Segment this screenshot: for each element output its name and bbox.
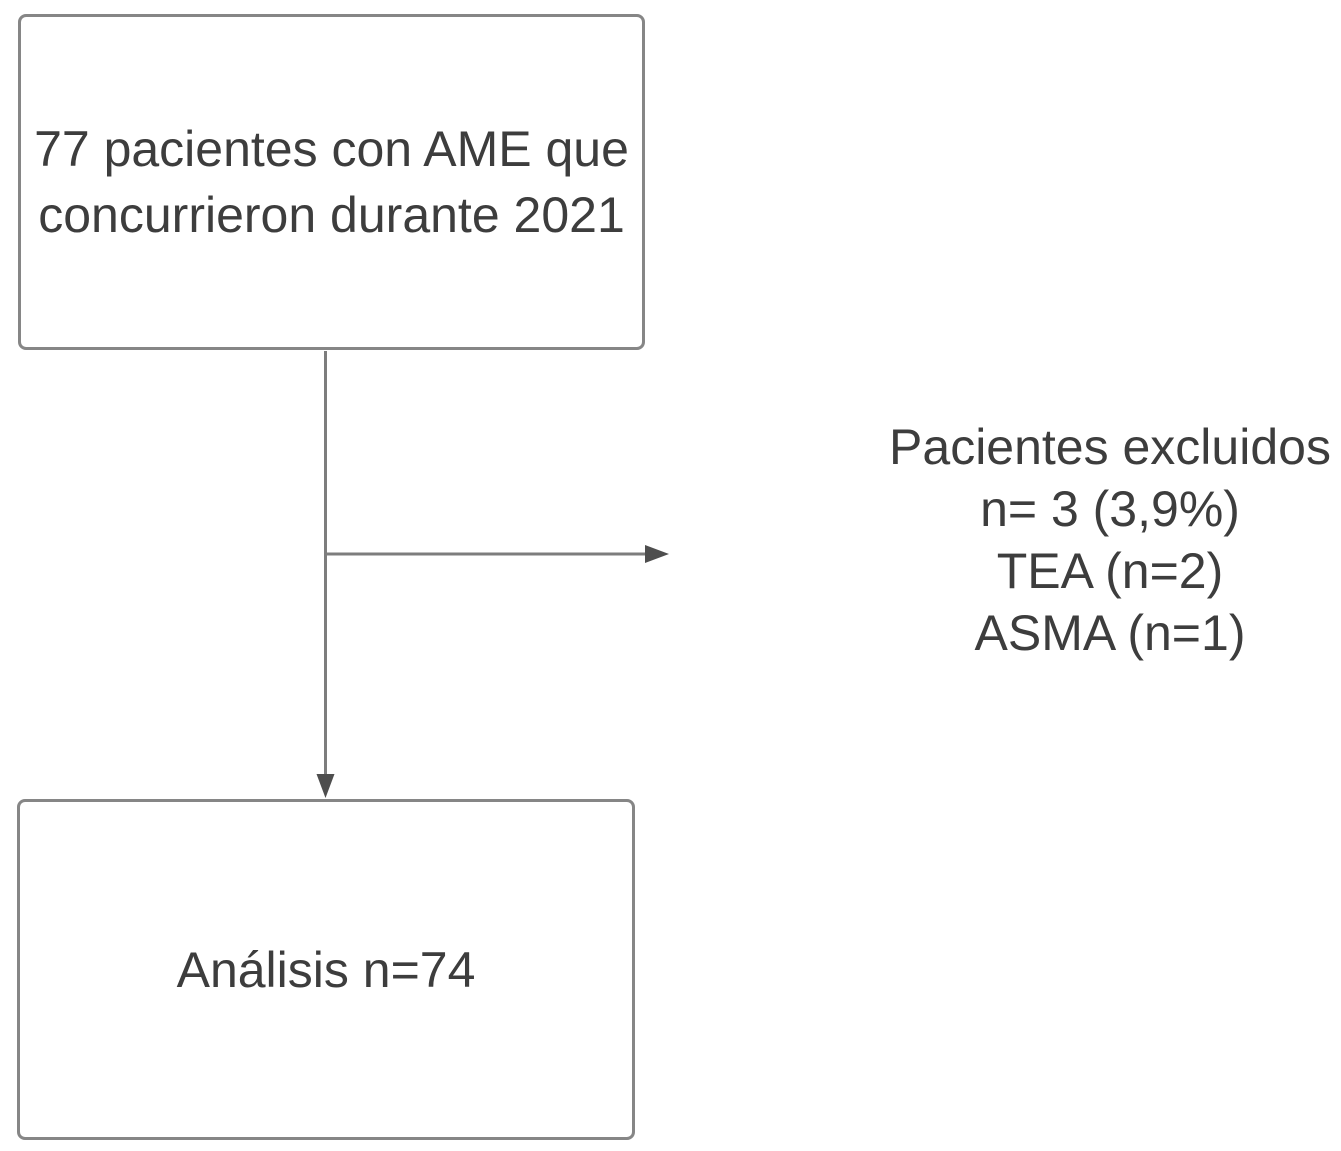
connector-right-arrowhead-icon xyxy=(645,545,669,563)
excluded-note: Pacientes excluidos n= 3 (3,9%) TEA (n=2… xyxy=(880,416,1340,664)
node-enrollment-line1: 77 pacientes con AME que xyxy=(34,121,629,177)
node-enrollment-line2: concurrieron durante 2021 xyxy=(38,187,625,243)
node-analysis-label: Análisis n=74 xyxy=(176,941,476,998)
connector-down-arrowhead-icon xyxy=(316,774,335,798)
excluded-note-reason-tea: TEA (n=2) xyxy=(996,543,1224,599)
node-analysis: Análisis n=74 xyxy=(17,799,635,1140)
node-enrollment: 77 pacientes con AME que concurrieron du… xyxy=(18,14,645,350)
excluded-note-reason-asma: ASMA (n=1) xyxy=(974,605,1246,661)
excluded-note-title: Pacientes excluidos xyxy=(889,419,1331,475)
excluded-note-count: n= 3 (3,9%) xyxy=(980,481,1240,537)
